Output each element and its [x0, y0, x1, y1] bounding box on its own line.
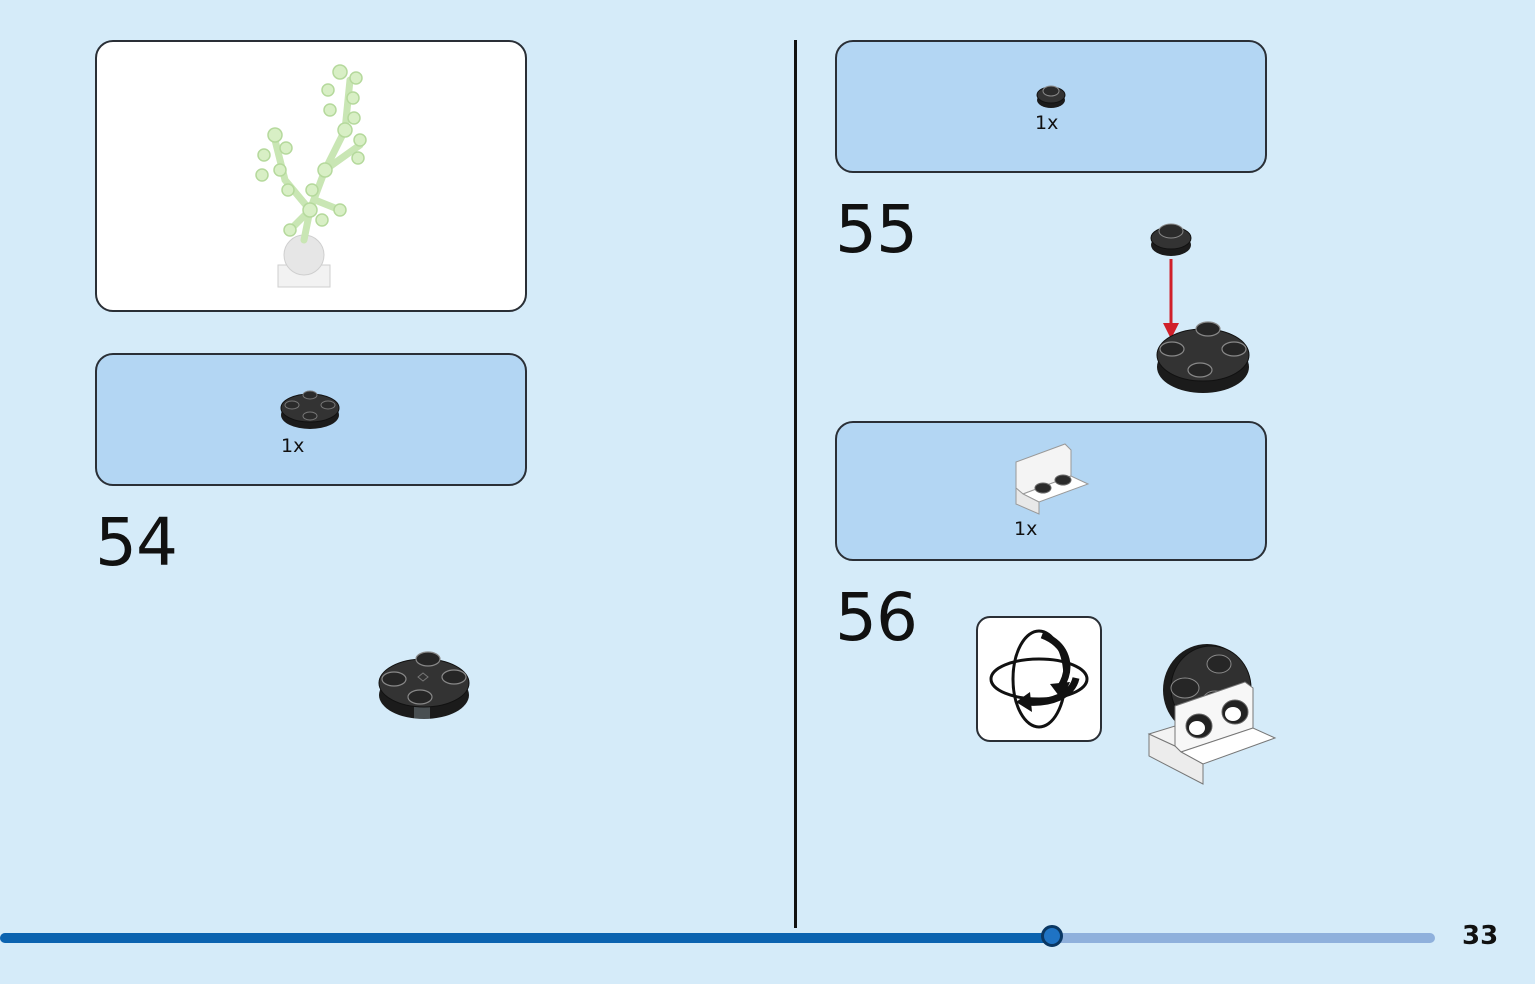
step-number-55: 55 — [835, 191, 918, 268]
step-number-54: 54 — [95, 504, 178, 581]
round-plate-2x2-black-icon — [280, 390, 340, 429]
progress-fill — [0, 933, 1052, 943]
part-quantity: 1x — [281, 435, 305, 457]
round-plate-1x1-black-icon — [1036, 85, 1066, 108]
step-55-assembly-image — [1150, 223, 1250, 393]
round-plate-2x2-black-model — [378, 651, 470, 719]
part-quantity: 1x — [1014, 518, 1038, 540]
bracket-1x2-white-icon — [1015, 443, 1090, 515]
progress-indicator — [1040, 925, 1063, 947]
part-quantity: 1x — [1035, 112, 1059, 134]
page-number: 33 — [1462, 921, 1499, 951]
rotate-callout-box — [976, 616, 1102, 742]
plant-preview-image — [255, 64, 367, 288]
page-divider — [794, 40, 797, 928]
step-number-56: 56 — [835, 579, 918, 656]
step-56-assembly-image — [1147, 644, 1277, 785]
rotate-model-icon — [989, 629, 1089, 729]
